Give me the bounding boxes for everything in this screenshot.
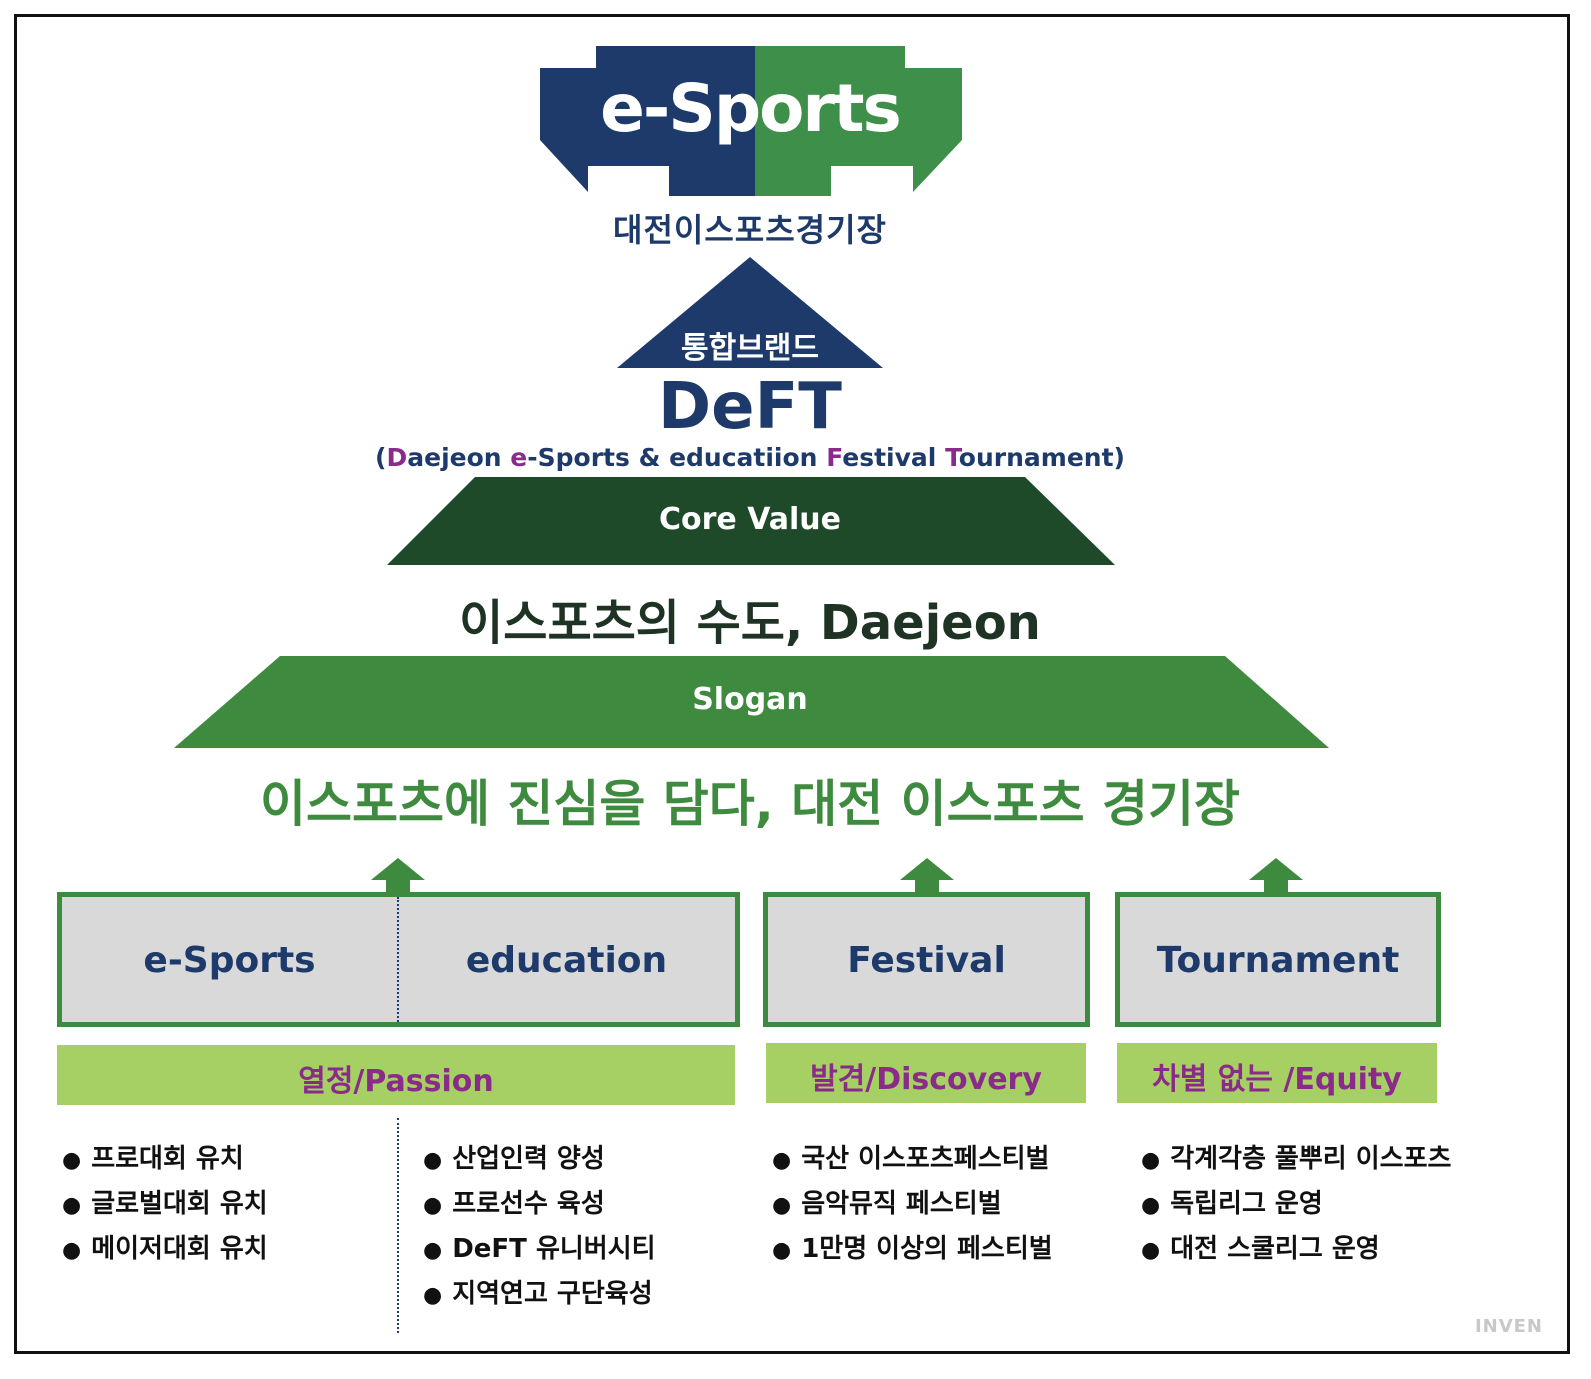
brand-name-part: -Sports & (527, 443, 670, 472)
pillar-esports: e-Sports (143, 940, 316, 981)
list-item: 대전 스쿨리그 운영 (1141, 1227, 1451, 1272)
diagram-frame (14, 14, 1570, 1354)
pillar-box-tournament (1115, 892, 1441, 1027)
value-bar-discovery (766, 1043, 1086, 1103)
up-arrow-3 (1249, 858, 1303, 892)
brand-full-name: (Daejeon e-Sports & educatiion Festival … (300, 443, 1200, 472)
list-item: 지역연고 구단육성 (423, 1272, 656, 1317)
pillar-education: education (465, 940, 668, 981)
list-item: 국산 이스포츠페스티벌 (772, 1137, 1053, 1182)
integrated-brand-label: 통합브랜드 (681, 331, 819, 366)
list-item: 음악뮤직 페스티벌 (772, 1182, 1053, 1227)
slogan-text: 이스포츠에 진심을 담다, 대전 이스포츠 경기장 (259, 775, 1241, 833)
list-item: 각계각층 풀뿌리 이스포츠 (1141, 1137, 1451, 1182)
up-arrow-1 (371, 858, 425, 892)
pillar-festival: Festival (847, 940, 1006, 981)
value-bar-passion (57, 1045, 735, 1105)
list-item: 산업인력 양성 (423, 1137, 656, 1182)
brand-name-part: ( (375, 443, 387, 472)
logo-wordmark: e-Sports (600, 70, 902, 147)
list-esports: 프로대회 유치 글로벌대회 유치 메이저대회 유치 (62, 1137, 268, 1272)
list-item: 글로벌대회 유치 (62, 1182, 268, 1227)
pillar-divider (397, 897, 399, 1022)
list-tournament: 각계각층 풀뿌리 이스포츠 독립리그 운영 대전 스쿨리그 운영 (1141, 1137, 1451, 1272)
slogan-label: Slogan (692, 682, 808, 717)
list-item: 메이저대회 유치 (62, 1227, 268, 1272)
list-item: DeFT 유니버시티 (423, 1227, 655, 1272)
pillar-box-festival (763, 892, 1090, 1027)
logo-left-shape (540, 46, 755, 196)
core-value-band (387, 477, 1115, 565)
brand-triangle (617, 257, 883, 368)
venue-name: 대전이스포츠경기장 (613, 211, 887, 249)
list-festival: 국산 이스포츠페스티벌 음악뮤직 페스티벌 1만명 이상의 페스티벌 (772, 1137, 1053, 1272)
brand-name-part: aejeon (407, 443, 511, 472)
list-item: 프로대회 유치 (62, 1137, 268, 1182)
slogan-band (174, 656, 1329, 748)
list-divider (397, 1118, 399, 1333)
brand-initial: e (510, 443, 528, 472)
value-discovery: 발견/Discovery (810, 1062, 1042, 1097)
list-item: 독립리그 운영 (1141, 1182, 1451, 1227)
core-value-label: Core Value (658, 502, 842, 537)
value-passion: 열정/Passion (298, 1064, 494, 1099)
up-arrow-2 (900, 858, 954, 892)
list-education: 산업인력 양성 프로선수 육성 DeFT 유니버시티 지역연고 구단육성 (423, 1137, 656, 1317)
value-bar-equity (1117, 1043, 1437, 1103)
brand-name: DeFT (658, 370, 842, 444)
brand-initial: D (386, 443, 408, 472)
value-equity: 차별 없는 /Equity (1152, 1062, 1402, 1097)
brand-name-part: estival (842, 443, 946, 472)
list-item: 프로선수 육성 (423, 1182, 656, 1227)
list-item: 1만명 이상의 페스티벌 (772, 1227, 1052, 1272)
brand-name-part: educatiion (669, 443, 827, 472)
brand-initial: T (945, 443, 959, 472)
core-value-text: 이스포츠의 수도, Daejeon (459, 595, 1041, 651)
watermark: INVEN (1474, 1316, 1543, 1337)
brand-name-part: ournament) (958, 443, 1125, 472)
brand-initial: F (826, 443, 843, 472)
pillar-tournament: Tournament (1156, 940, 1400, 981)
logo-right-shape (755, 46, 962, 196)
